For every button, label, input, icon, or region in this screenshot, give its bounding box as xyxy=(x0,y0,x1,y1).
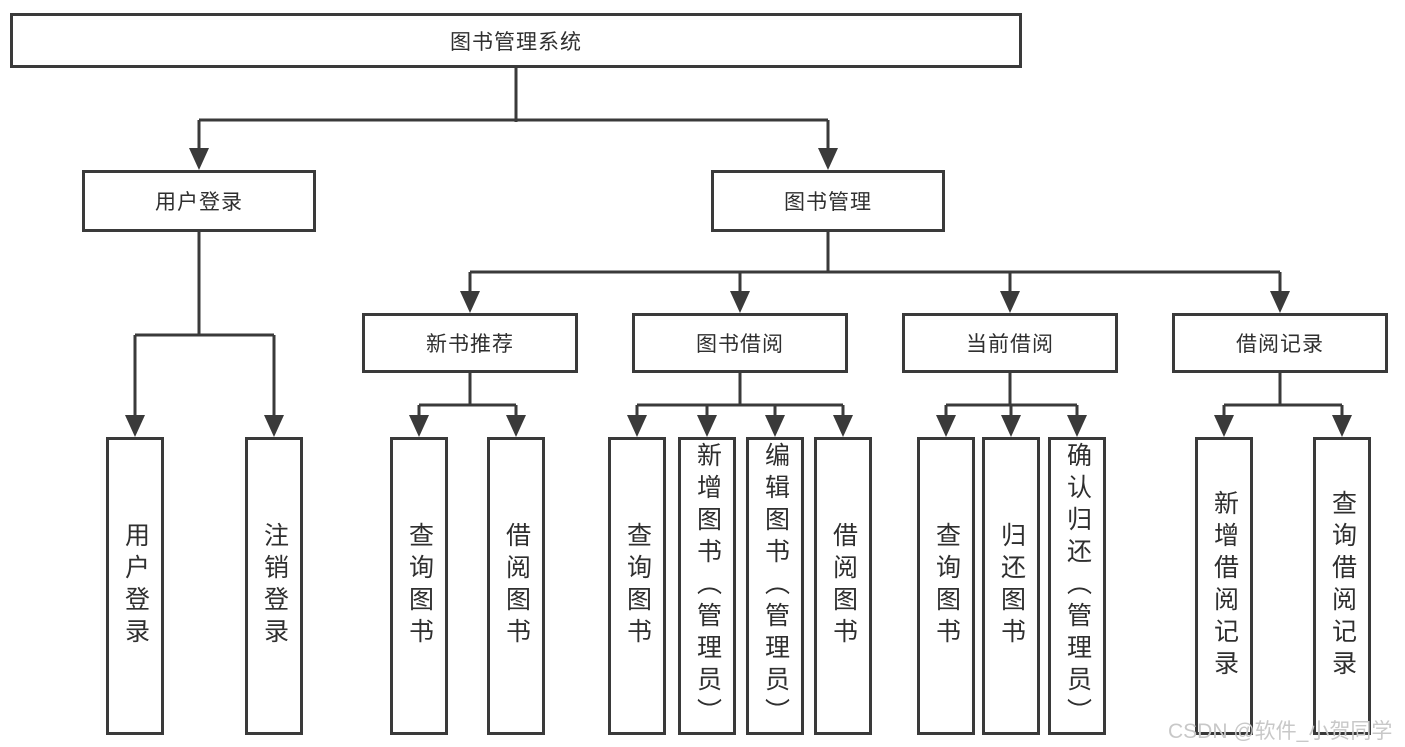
node-root-library-system: 图书管理系统 xyxy=(10,13,1022,68)
leaf-current-query-book: 查询图书 xyxy=(917,437,975,735)
node-label: 借阅图书 xyxy=(502,522,531,650)
leaf-borrowing-borrow-book: 借阅图书 xyxy=(814,437,872,735)
leaf-borrowing-query-book: 查询图书 xyxy=(608,437,666,735)
node-label: 注销登录 xyxy=(260,522,289,650)
node-label: 当前借阅 xyxy=(966,333,1054,356)
leaf-current-return-book: 归还图书 xyxy=(982,437,1040,735)
node-label: 用户登录 xyxy=(121,522,150,650)
node-label: 查询图书 xyxy=(932,522,961,650)
node-label: 查询图书 xyxy=(405,522,434,650)
node-label: 借阅记录 xyxy=(1236,333,1324,356)
node-label: 编辑图书（管理员） xyxy=(761,442,790,730)
arrowhead-icon xyxy=(125,148,1352,437)
node-label: 图书借阅 xyxy=(696,333,784,356)
node-label: 用户登录 xyxy=(155,191,243,214)
node-label: 新增图书（管理员） xyxy=(693,442,722,730)
leaf-current-confirm-return-admin: 确认归还（管理员） xyxy=(1048,437,1106,735)
connector-line xyxy=(133,68,1344,419)
node-current-borrowing: 当前借阅 xyxy=(902,313,1118,373)
node-label: 归还图书 xyxy=(997,522,1026,650)
leaf-borrowing-add-book-admin: 新增图书（管理员） xyxy=(678,437,736,735)
node-user-login: 用户登录 xyxy=(82,170,316,232)
leaf-logout: 注销登录 xyxy=(245,437,303,735)
leaf-recommend-query-book: 查询图书 xyxy=(390,437,448,735)
node-label: 查询图书 xyxy=(623,522,652,650)
node-book-borrowing: 图书借阅 xyxy=(632,313,848,373)
node-label: 图书管理系统 xyxy=(450,30,582,54)
leaf-borrowing-edit-book-admin: 编辑图书（管理员） xyxy=(746,437,804,735)
node-borrowing-records: 借阅记录 xyxy=(1172,313,1388,373)
leaf-records-add-record: 新增借阅记录 xyxy=(1195,437,1253,735)
leaf-records-query-record: 查询借阅记录 xyxy=(1313,437,1371,735)
leaf-recommend-borrow-book: 借阅图书 xyxy=(487,437,545,735)
node-label: 新书推荐 xyxy=(426,333,514,356)
csdn-watermark: CSDN @软件_小贺同学 xyxy=(1168,720,1393,743)
node-label: 确认归还（管理员） xyxy=(1063,442,1092,730)
node-label: 图书管理 xyxy=(784,191,872,214)
node-new-book-recommend: 新书推荐 xyxy=(362,313,578,373)
node-book-management: 图书管理 xyxy=(711,170,945,232)
node-label: 借阅图书 xyxy=(829,522,858,650)
node-label: 新增借阅记录 xyxy=(1210,490,1239,682)
leaf-user-login: 用户登录 xyxy=(106,437,164,735)
node-label: 查询借阅记录 xyxy=(1328,490,1357,682)
